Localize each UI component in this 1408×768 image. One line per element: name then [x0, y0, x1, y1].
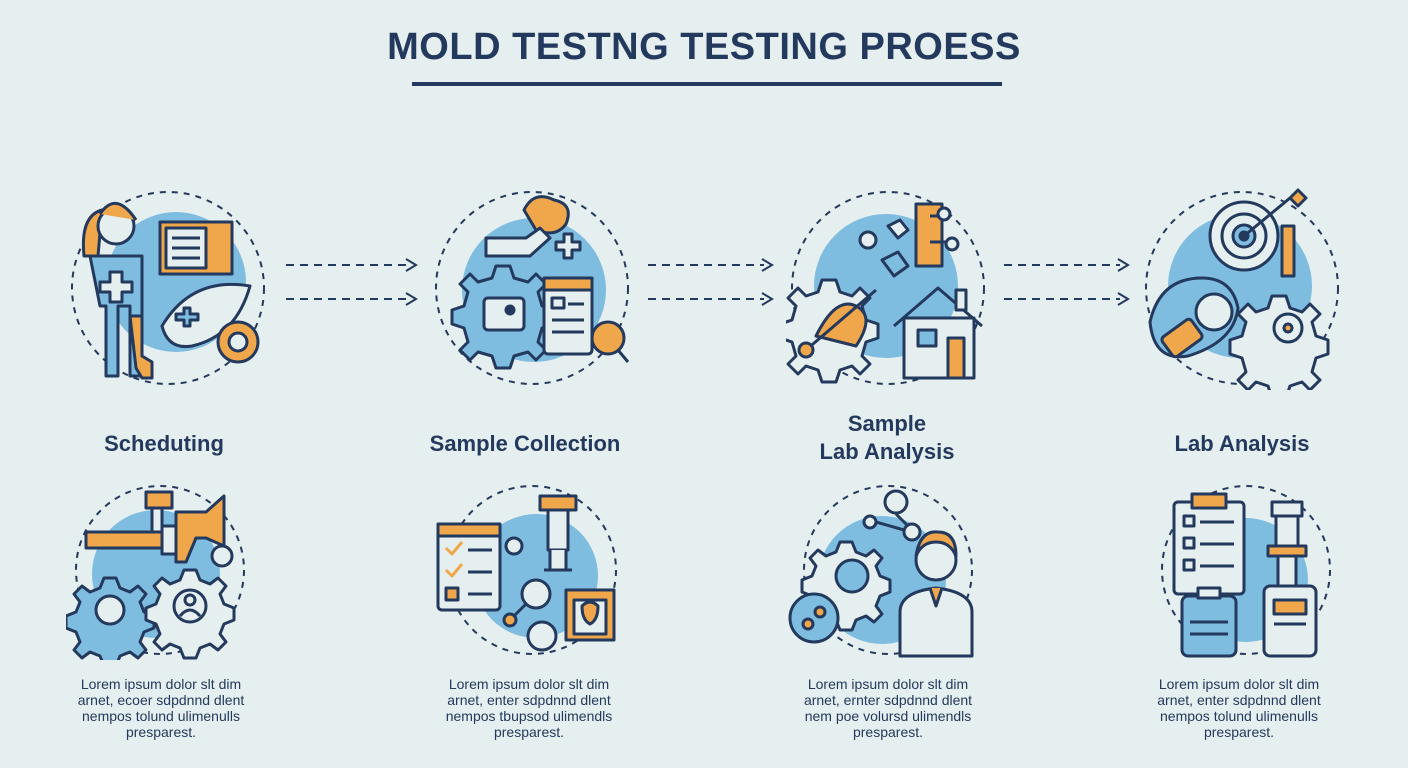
- desc-line: arnet, ecoer sdpdnnd dlent: [77, 692, 245, 708]
- step-3-label-line2: Lab Analysis: [819, 439, 955, 464]
- step-1-description: Lorem ipsum dolor slt dim arnet, ecoer s…: [46, 676, 276, 740]
- arrow-connector-2: [648, 258, 774, 306]
- house-analysis-icon: [786, 191, 985, 385]
- desc-line: presparest.: [852, 724, 924, 740]
- desc-line: Lorem ipsum dolor slt dim: [448, 676, 610, 692]
- worker-with-gear-icon: [71, 191, 265, 385]
- desc-line: presparest.: [1203, 724, 1275, 740]
- arrow-connector-1: [286, 258, 418, 306]
- step-3-label: Sample Lab Analysis: [757, 410, 1017, 466]
- checklist-microscope-icon: [436, 485, 617, 655]
- desc-line: arnet, ernter sdpdnnd dlent: [803, 692, 973, 708]
- step-2-label: Sample Collection: [429, 431, 621, 456]
- desc-line: nempos tolund ulimenulls: [1160, 708, 1318, 724]
- desc-line: presparest.: [493, 724, 565, 740]
- scientist-gear-icon: [788, 485, 974, 658]
- desc-line: arnet, enter sdpdnnd dlent: [447, 692, 611, 708]
- title-underline: [412, 82, 1002, 86]
- clipboard-lab-equipment-icon: [1161, 485, 1331, 658]
- desc-line: nempos tbupsod ulimendls: [445, 708, 613, 724]
- step-1-label: Scheduting: [104, 431, 224, 456]
- step-4-description: Lorem ipsum dolor slt dim arnet, enter s…: [1124, 676, 1354, 740]
- desc-line: Lorem ipsum dolor slt dim: [1158, 676, 1320, 692]
- desc-line: nem poe volursd ulimendls: [804, 708, 972, 724]
- desc-line: Lorem ipsum dolor slt dim: [807, 676, 969, 692]
- desc-line: arnet, enter sdpdnnd dlent: [1157, 692, 1321, 708]
- desc-line: presparest.: [125, 724, 197, 740]
- step-2-description: Lorem ipsum dolor slt dim arnet, enter s…: [414, 676, 644, 740]
- arrow-connector-3: [1004, 258, 1130, 306]
- step-3-description: Lorem ipsum dolor slt dim arnet, ernter …: [773, 676, 1003, 740]
- page-title: MOLD TESTNG TESTING PROESS: [387, 26, 1021, 68]
- target-lab-icon: [1145, 188, 1339, 390]
- tools-gears-icon: [66, 485, 245, 660]
- desc-line: Lorem ipsum dolor slt dim: [80, 676, 242, 692]
- sample-collection-icon: [435, 191, 630, 385]
- desc-line: nempos tolund ulimenulls: [82, 708, 240, 724]
- step-3-label-line1: Sample: [847, 411, 927, 436]
- step-4-label: Lab Analysis: [1174, 431, 1310, 456]
